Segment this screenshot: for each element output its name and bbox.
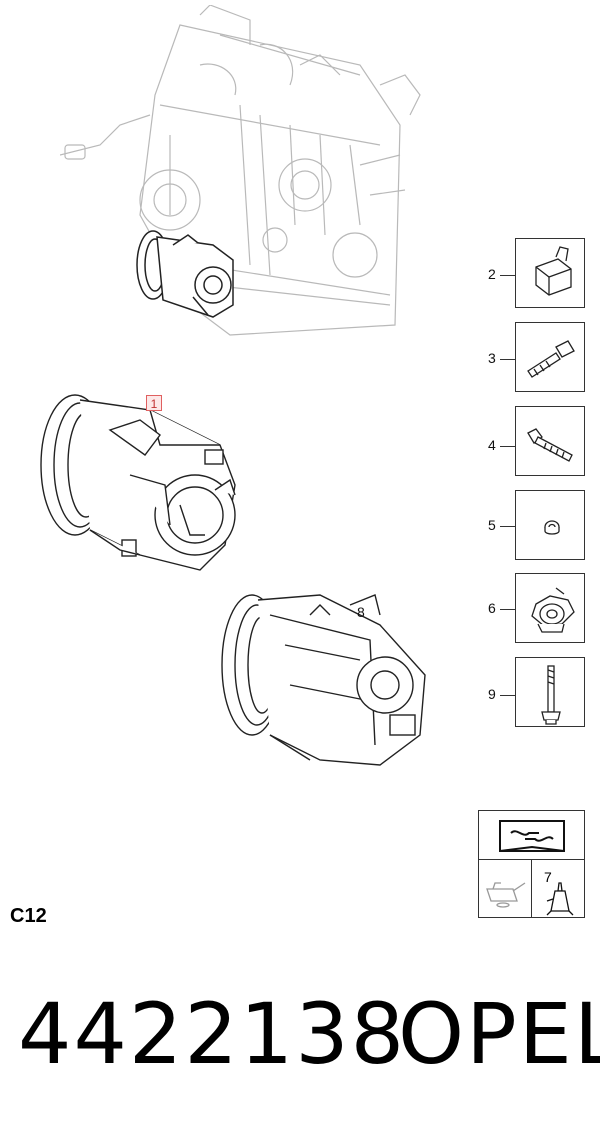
part-4-box[interactable]: [515, 406, 585, 476]
ac-compressor-main: [40, 394, 236, 571]
callout-6[interactable]: 6: [488, 600, 496, 616]
ac-compressor-variant: [221, 594, 426, 766]
leader-line: [500, 275, 515, 276]
callout-2[interactable]: 2: [488, 266, 496, 282]
bolt-icon: [527, 428, 573, 462]
bushing-icon: [544, 520, 560, 535]
leader-line: [500, 609, 515, 610]
part-9-box[interactable]: [515, 657, 585, 727]
relay-icon: [535, 246, 572, 296]
callout-7[interactable]: 7: [544, 869, 552, 885]
leader-line: [500, 526, 515, 527]
clip-nut-icon: [531, 587, 575, 633]
leader-line: [500, 446, 515, 447]
lubricant-bottle-icon: [546, 882, 574, 916]
callout-3[interactable]: 3: [488, 350, 496, 366]
callout-1-highlight[interactable]: 1: [146, 395, 162, 411]
tools-note-box: 7: [478, 810, 585, 918]
long-bolt-icon: [541, 665, 561, 725]
oil-can-icon: [486, 882, 526, 908]
engine-drawing: [60, 5, 421, 336]
callout-4[interactable]: 4: [488, 437, 496, 453]
part-6-box[interactable]: [515, 573, 585, 643]
part-5-box[interactable]: [515, 490, 585, 560]
part-2-box[interactable]: [515, 238, 585, 308]
tools-note-divider-v: [531, 859, 532, 917]
brand-name: OPEL: [398, 985, 600, 1083]
group-code: C12: [10, 905, 47, 927]
callout-5[interactable]: 5: [488, 517, 496, 533]
callout-9[interactable]: 9: [488, 686, 496, 702]
part-3-box[interactable]: [515, 322, 585, 392]
callout-8[interactable]: 8: [357, 604, 365, 620]
leader-line: [500, 695, 515, 696]
ac-compressor-on-engine: [136, 230, 234, 318]
part-number: 4422138: [18, 985, 407, 1083]
wrench-icon: [499, 820, 565, 852]
bolt-icon: [527, 340, 575, 378]
leader-line: [500, 359, 515, 360]
